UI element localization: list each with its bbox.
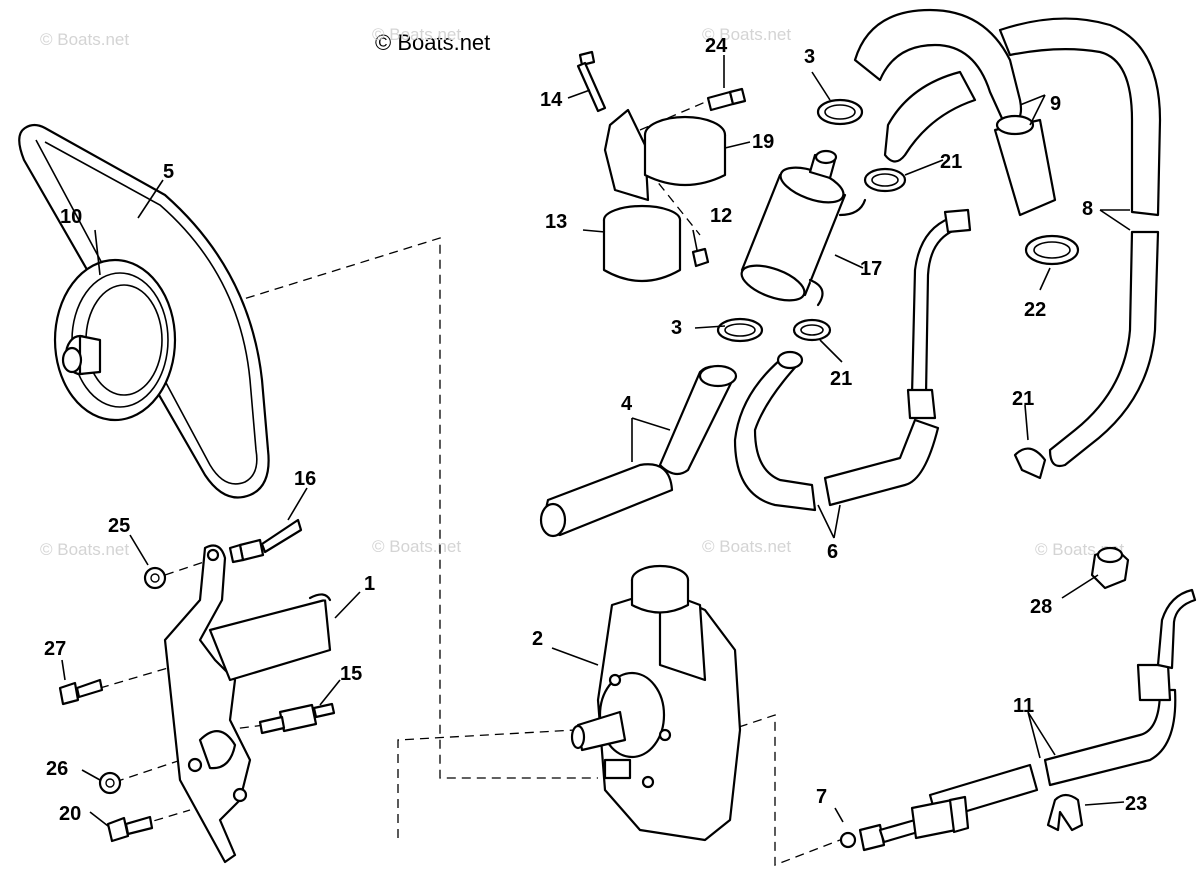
watermark: © Boats.net	[372, 537, 461, 556]
callout-22: 22	[1024, 299, 1046, 321]
watermark: © Boats.net	[40, 540, 129, 559]
callout-7: 7	[816, 786, 827, 808]
clamp-21-top	[863, 167, 907, 193]
sleeve-13	[602, 204, 682, 283]
clamp-3-mid	[716, 317, 764, 343]
hose-6	[733, 350, 940, 512]
callout-13: 13	[545, 211, 567, 233]
bracket	[163, 544, 332, 864]
nut-28	[1090, 546, 1130, 590]
bolt-16	[228, 518, 303, 564]
callout-6: 6	[827, 541, 838, 563]
callout-3a: 3	[804, 46, 815, 68]
bolt-27	[58, 678, 104, 706]
callout-20: 20	[59, 803, 81, 825]
callout-23: 23	[1125, 793, 1147, 815]
callout-28: 28	[1030, 596, 1052, 618]
spacer-15	[258, 702, 336, 735]
nut-26	[98, 771, 122, 795]
bolt-14	[576, 50, 607, 113]
callout-17: 17	[860, 258, 882, 280]
clamp-21-mid	[792, 318, 832, 342]
pulley	[53, 258, 177, 422]
bolt-20	[106, 815, 154, 843]
callout-12: 12	[710, 205, 732, 227]
hose-9	[853, 8, 1057, 217]
mount-bracket-19	[603, 108, 727, 202]
filter-17	[740, 149, 867, 307]
watermark: © Boats.net	[702, 537, 791, 556]
callout-11: 11	[1013, 695, 1034, 717]
callout-4: 4	[621, 393, 633, 415]
callout-10: 10	[60, 206, 82, 228]
clip-23	[1046, 793, 1084, 832]
watermark: © Boats.net	[702, 25, 791, 44]
metal-line-top	[906, 208, 972, 420]
callout-24: 24	[705, 35, 728, 57]
callout-14: 14	[540, 89, 563, 111]
callout-8: 8	[1082, 198, 1093, 220]
callouts: 1 2 3 3 4 5 6 7 8 9 10 11 12 13 14 15 16…	[44, 35, 1147, 825]
clamp-21-right	[1013, 447, 1047, 480]
callout-19: 19	[752, 131, 774, 153]
copyright-label: © Boats.net	[375, 30, 491, 55]
callout-9: 9	[1050, 93, 1061, 115]
fitting-7	[839, 795, 970, 852]
watermark: © Boats.net	[372, 25, 461, 44]
callout-1: 1	[364, 573, 375, 595]
callout-21a: 21	[940, 151, 962, 173]
clamp-3-top	[816, 98, 864, 126]
hose-4	[539, 364, 738, 538]
callout-27: 27	[44, 638, 66, 660]
watermarks: © Boats.net © Boats.net © Boats.net © Bo…	[40, 25, 1124, 559]
clamp-22	[1024, 234, 1080, 266]
callout-21c: 21	[1012, 388, 1034, 410]
line-11	[928, 588, 1197, 822]
watermark: © Boats.net	[40, 30, 129, 49]
callout-26: 26	[46, 758, 68, 780]
callout-3b: 3	[671, 317, 682, 339]
callout-21b: 21	[830, 368, 852, 390]
callout-15: 15	[340, 663, 362, 685]
callout-16: 16	[294, 468, 316, 490]
bolt-24	[706, 87, 747, 112]
hose-8	[998, 17, 1162, 468]
power-steering-pump	[570, 564, 742, 842]
nut-12	[691, 247, 710, 268]
leader-lines	[61, 55, 1131, 827]
nut-25	[143, 566, 167, 590]
callout-25: 25	[108, 515, 130, 537]
callout-2: 2	[532, 628, 543, 650]
callout-5: 5	[163, 161, 174, 183]
